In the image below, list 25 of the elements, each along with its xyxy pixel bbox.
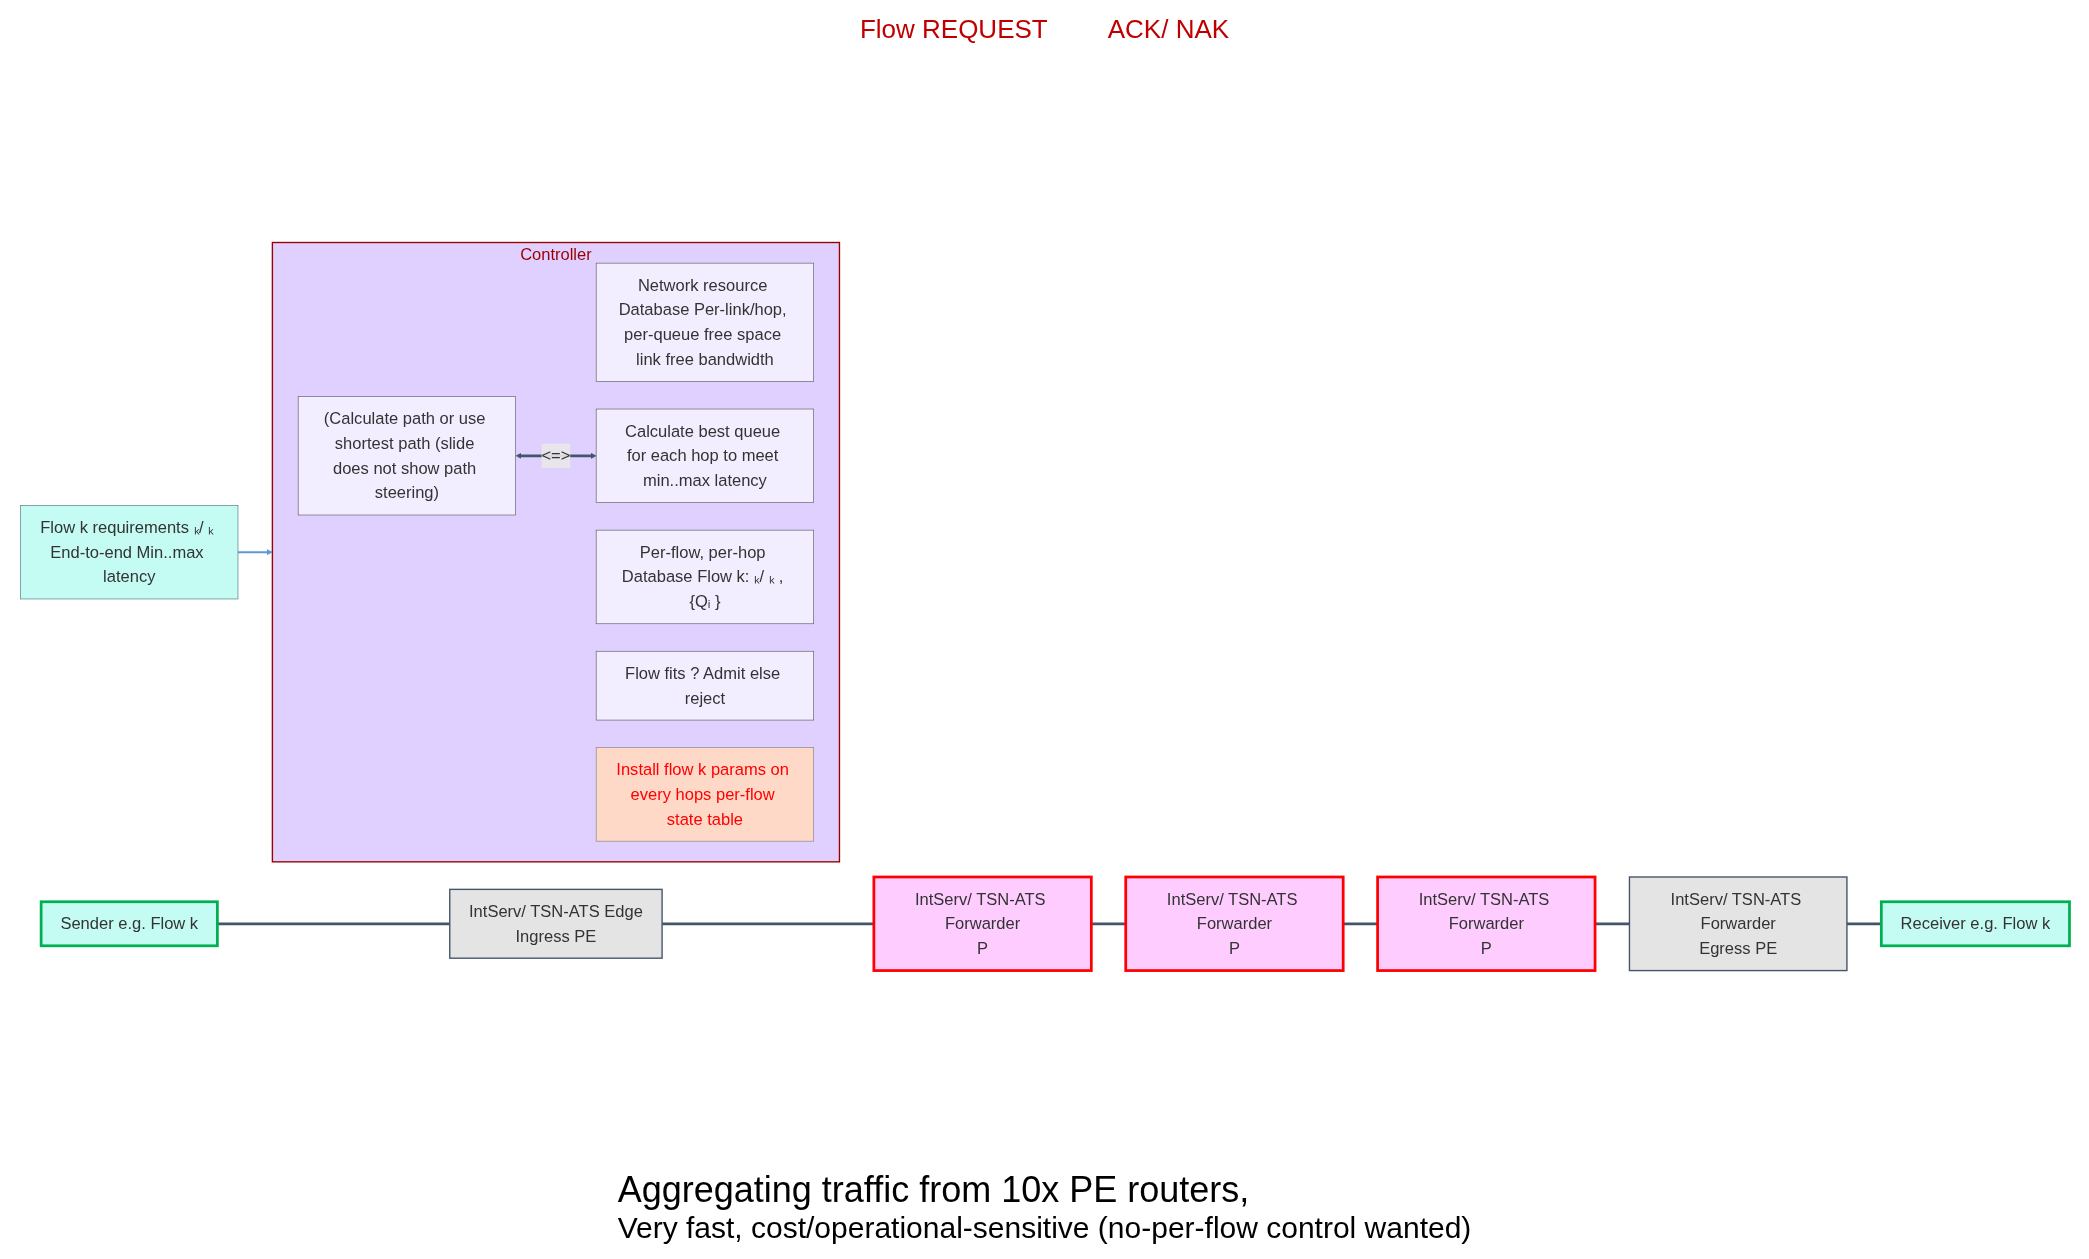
node-box: IntServ/ TSN-ATS Forwarder P xyxy=(1123,876,1345,973)
connector xyxy=(216,922,450,926)
node-box: Calculate best queue for each hop to meet min..max latency xyxy=(595,409,814,504)
node-box: IntServ/ TSN-ATS Forwarder P xyxy=(1375,876,1596,973)
node-box: Receiver e.g. Flow k xyxy=(1879,900,2071,948)
note-text: Aggregating traffic from 10x PE routers, xyxy=(617,1169,1251,1211)
signal-label: Flow REQUEST xyxy=(859,14,1048,45)
connector xyxy=(1342,922,1378,926)
node-box: Per-flow, per-hop Database Flow k: ₖ/ ₖ , {Qᵢ } xyxy=(595,530,814,625)
node-box: Flow k requirements ₖ/ ₖ End-to-end Min..max latency xyxy=(19,505,238,600)
node-box: Sender e.g. Flow k xyxy=(39,900,219,948)
node-box: IntServ/ TSN-ATS Forwarder P xyxy=(872,876,1093,973)
note-text: Very fast, cost/operational-sensitive (no-per-flow control wanted) xyxy=(617,1211,1472,1245)
connector xyxy=(1090,922,1126,926)
connector xyxy=(661,922,874,926)
connector xyxy=(1594,922,1629,926)
signal-label: ACK/ NAK xyxy=(1107,14,1230,45)
node-box: (Calculate path or use shortest path (slide does not show path steering) xyxy=(297,396,516,516)
connector xyxy=(1846,922,1881,926)
node-box: Install flow k params on every hops per-flow state table xyxy=(595,747,814,842)
node-box: IntServ/ TSN-ATS Edge Ingress PE xyxy=(448,889,663,960)
node-box: Network resource Database Per-link/hop, per-queue free space link free bandwidth xyxy=(595,263,814,383)
edge-label: <=> xyxy=(540,446,570,466)
node-box: Flow fits ? Admit else reject xyxy=(595,651,814,721)
node-box: IntServ/ TSN-ATS Forwarder Egress PE xyxy=(1628,876,1848,972)
